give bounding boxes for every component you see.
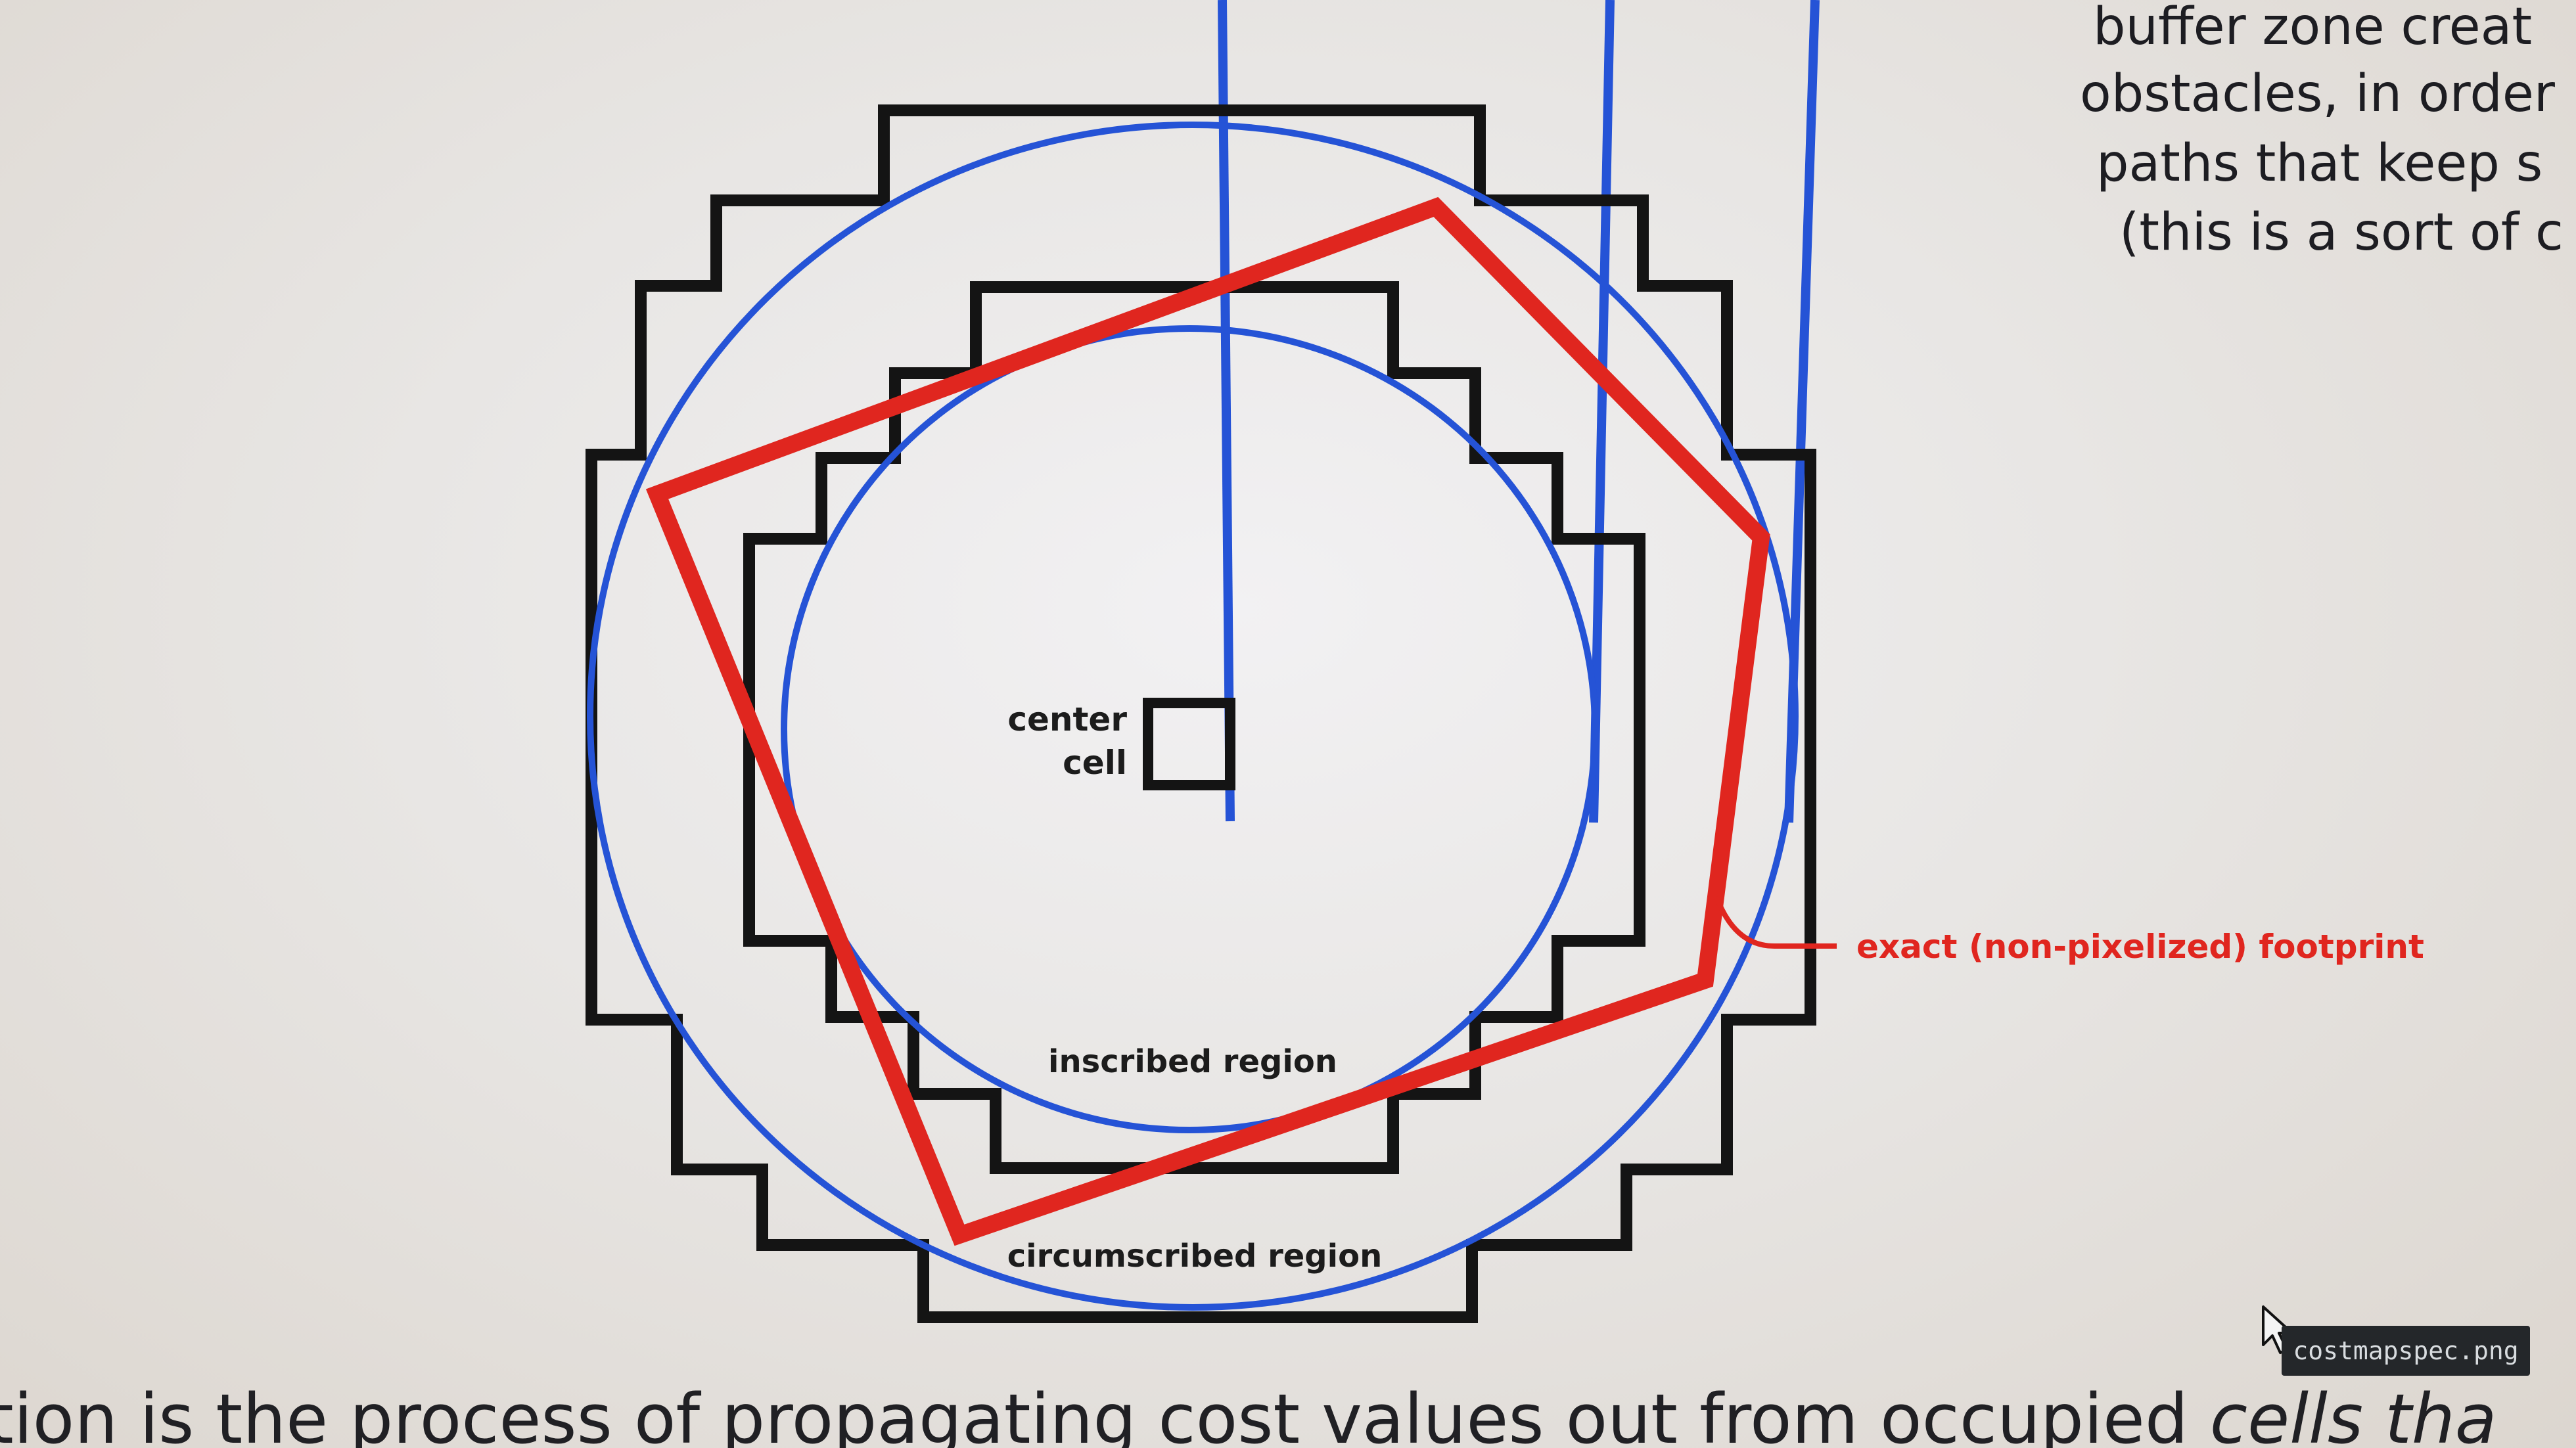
blue-pointer-line-inscribed (1589, 0, 1615, 823)
side-text-line-3: paths that keep s (2096, 134, 2543, 193)
bottom-paragraph-text: tion is the process of propagating cost … (0, 1379, 2210, 1448)
footprint-leader-line (1714, 895, 1837, 949)
side-text-line-2: obstacles, in order (2080, 64, 2555, 124)
footprint-label: exact (non-pixelized) footprint (1856, 928, 2424, 966)
circumscribed-circle (587, 122, 1799, 1311)
bottom-paragraph: tion is the process of propagating cost … (0, 1385, 2497, 1448)
inscribed-region-label: inscribed region (1048, 1043, 1337, 1080)
side-text-line-4: (this is a sort of c (2119, 203, 2564, 262)
side-text-line-1: buffer zone creat (2093, 0, 2533, 57)
center-label-line2: cell (1063, 744, 1127, 782)
circumscribed-region-label: circumscribed region (1007, 1238, 1383, 1275)
filename-tooltip: costmapspec.png (2282, 1326, 2530, 1376)
exact-footprint-pentagon (645, 196, 1770, 1246)
outer-cell-outline (586, 104, 1816, 1323)
center-cell-square (1143, 698, 1235, 790)
center-label-line1: center (1007, 700, 1127, 738)
bottom-paragraph-emphasis: cells tha (2209, 1379, 2497, 1448)
inner-cell-outline (743, 281, 1645, 1174)
inscribed-circle (781, 325, 1598, 1133)
blue-pointer-line-center (1218, 0, 1235, 822)
